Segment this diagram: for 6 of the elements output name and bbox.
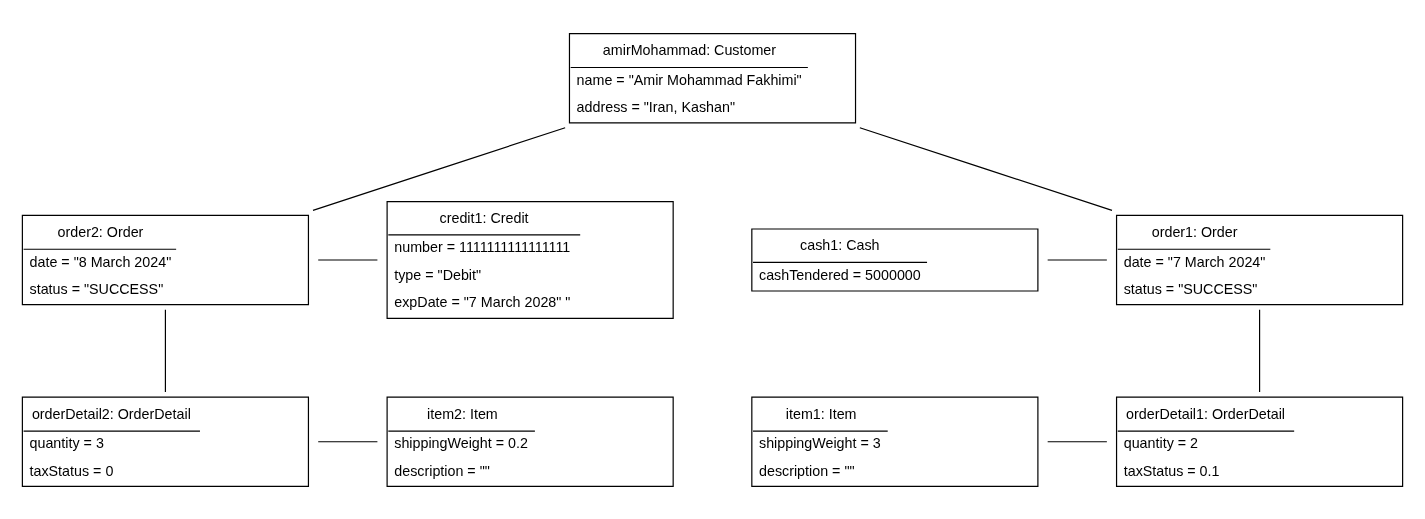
- connector: [164, 308, 166, 393]
- connector: [859, 126, 1113, 211]
- connector: [312, 126, 566, 211]
- connector: [317, 440, 378, 442]
- connector: [1259, 308, 1261, 393]
- connector: [1047, 440, 1108, 442]
